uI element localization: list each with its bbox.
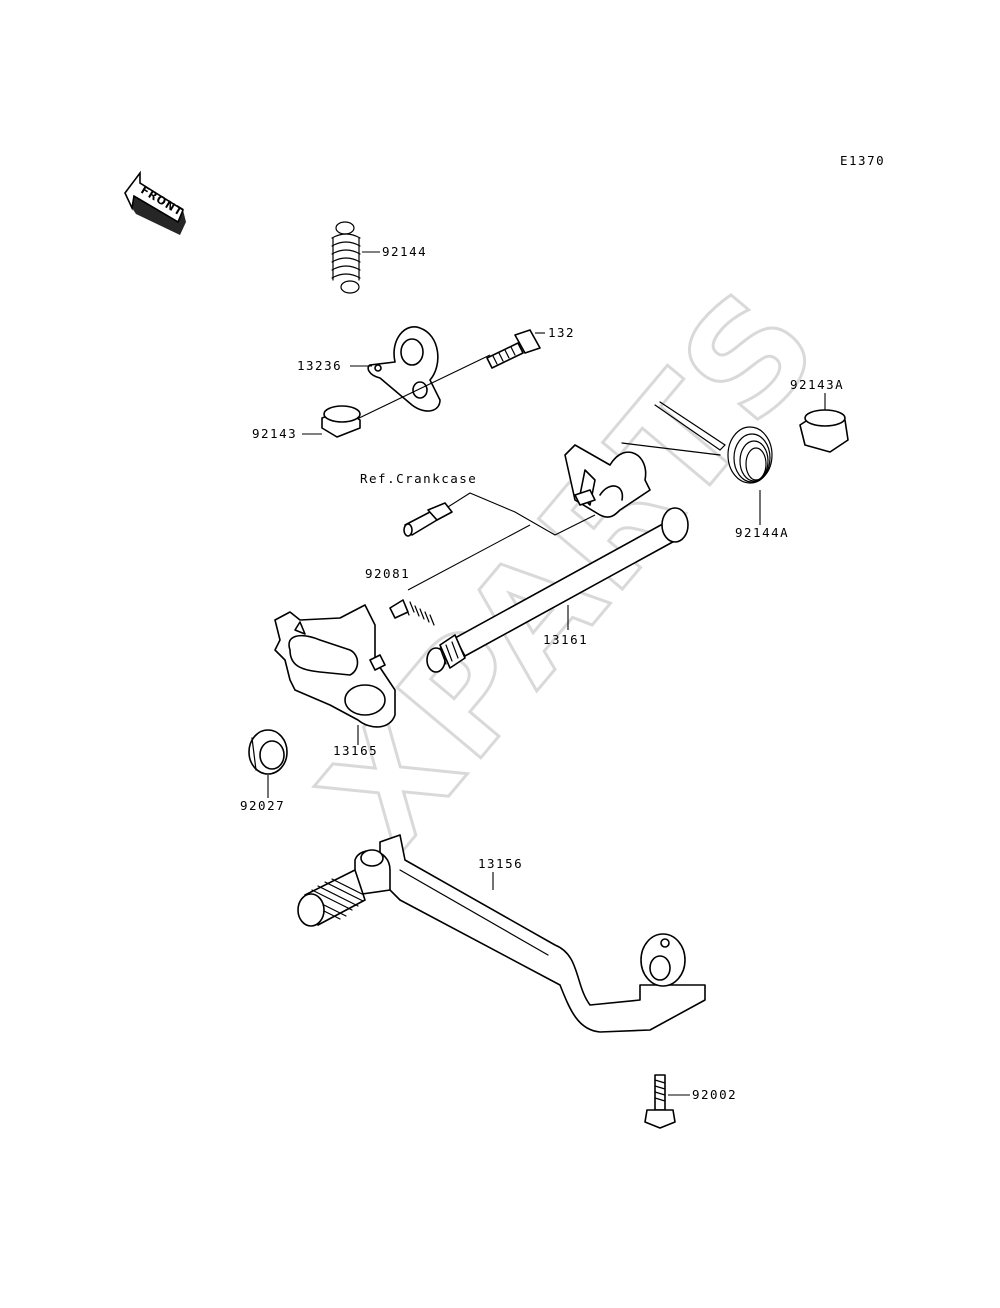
spring-92144A <box>621 401 773 484</box>
label-92143A: 92143A <box>790 377 844 392</box>
bolt-92002 <box>644 1074 676 1129</box>
detent-pin-92081 <box>389 599 435 626</box>
label-92081: 92081 <box>365 566 410 581</box>
crankcase-pin <box>403 502 453 537</box>
label-13161: 13161 <box>543 632 588 647</box>
shift-shaft-13161 <box>426 444 689 673</box>
collar-92143A <box>799 409 849 453</box>
bolt-132 <box>486 329 541 369</box>
label-13236: 13236 <box>297 358 342 373</box>
label-132: 132 <box>548 325 575 340</box>
front-arrow-icon: FRONT <box>124 170 186 235</box>
label-92002: 92002 <box>692 1087 737 1102</box>
collar-92143 <box>321 405 361 438</box>
spring-92144 <box>331 221 361 294</box>
shift-arm-13165 <box>274 604 396 728</box>
label-92144: 92144 <box>382 244 427 259</box>
reference-label: Ref.Crankcase <box>360 471 477 486</box>
plate-13236 <box>367 326 441 412</box>
label-92143: 92143 <box>252 426 297 441</box>
washer-92027 <box>248 729 288 775</box>
label-92027: 92027 <box>240 798 285 813</box>
label-13165: 13165 <box>333 743 378 758</box>
shift-pedal-13156 <box>297 834 706 1033</box>
label-92144A: 92144A <box>735 525 789 540</box>
label-13156: 13156 <box>478 856 523 871</box>
diagram-code: E1370 <box>840 153 885 168</box>
